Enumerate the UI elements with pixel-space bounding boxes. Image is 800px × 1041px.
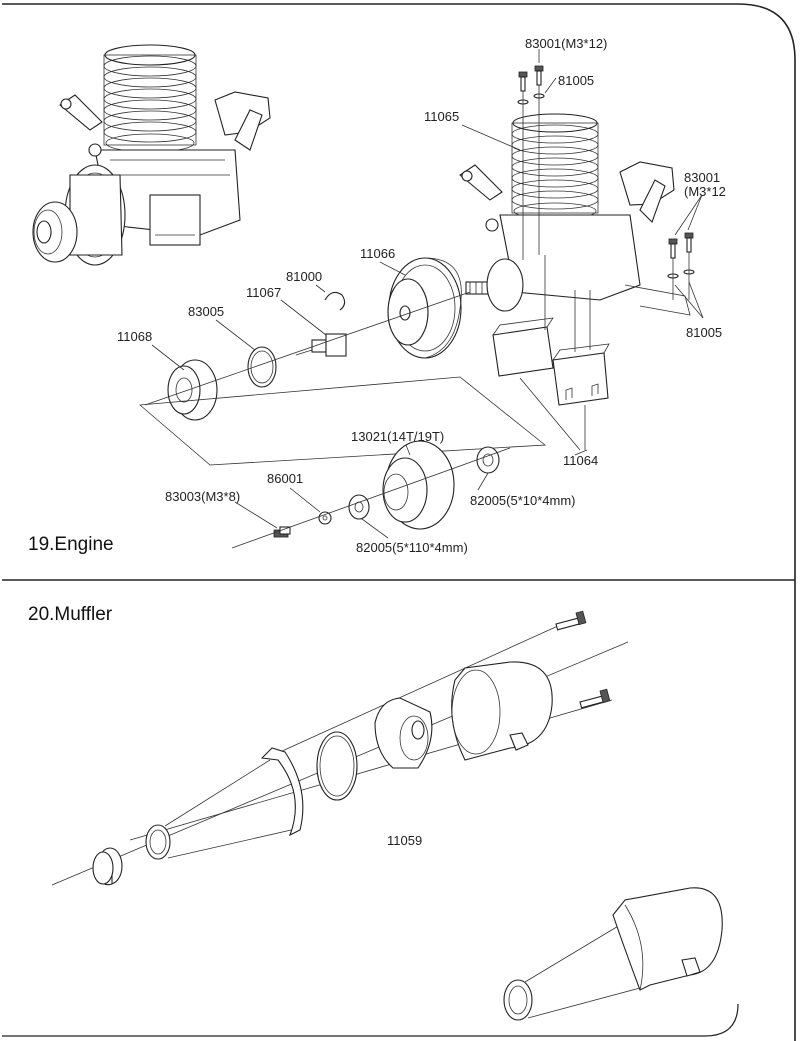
label-82005-bottom: 82005(5*110*4mm) bbox=[356, 540, 468, 555]
engine-section: 83001(M3*12) 81005 11065 83001 (M3*12 11… bbox=[28, 36, 726, 555]
label-83005: 83005 bbox=[188, 304, 224, 319]
assembled-engine-illustration bbox=[32, 44, 271, 266]
page-frame-bottom bbox=[2, 1003, 739, 1037]
muffler-section: 20.Muffler bbox=[28, 604, 723, 1021]
label-11067: 11067 bbox=[246, 285, 281, 300]
engine-mount-11064 bbox=[492, 255, 610, 451]
collet-11067 bbox=[295, 333, 347, 357]
bearing-82005-left bbox=[348, 494, 370, 520]
label-83001-top: 83001(M3*12) bbox=[525, 36, 607, 51]
clutch-shoe-11068 bbox=[167, 359, 218, 421]
label-82005-right: 82005(5*10*4mm) bbox=[470, 493, 576, 508]
label-13021: 13021(14T/19T) bbox=[351, 429, 444, 444]
label-86001: 86001 bbox=[267, 471, 303, 486]
clip-81000 bbox=[324, 291, 346, 311]
sub-assembly-bracket bbox=[139, 376, 547, 466]
bearing-82005-right bbox=[476, 446, 500, 474]
washer-86001 bbox=[318, 511, 332, 525]
screws-83001-top bbox=[517, 65, 545, 260]
label-81000: 81000 bbox=[286, 269, 322, 284]
label-81005-right: 81005 bbox=[686, 325, 722, 340]
label-81005-top: 81005 bbox=[558, 73, 594, 88]
section-title-engine: 19.Engine bbox=[28, 534, 114, 555]
section-title-muffler: 20.Muffler bbox=[28, 604, 113, 625]
label-11068: 11068 bbox=[117, 329, 152, 344]
muffler-assembled-illustration bbox=[503, 887, 723, 1021]
exploded-engine-illustration bbox=[459, 113, 691, 316]
screws-83001-right bbox=[667, 232, 695, 300]
label-11065: 11065 bbox=[424, 109, 459, 124]
clutch-bell-13021 bbox=[382, 440, 455, 530]
label-11059: 11059 bbox=[387, 833, 422, 848]
label-83001-right-spec: (M3*12 bbox=[684, 184, 726, 199]
ring-83005 bbox=[247, 346, 277, 388]
label-11064: 11064 bbox=[563, 453, 598, 468]
label-83001-right: 83001 bbox=[684, 170, 720, 185]
label-83003: 83003(M3*8) bbox=[165, 489, 240, 504]
page-frame bbox=[2, 3, 796, 1041]
label-11066: 11066 bbox=[360, 246, 395, 261]
muffler-exploded-11059 bbox=[92, 610, 611, 886]
